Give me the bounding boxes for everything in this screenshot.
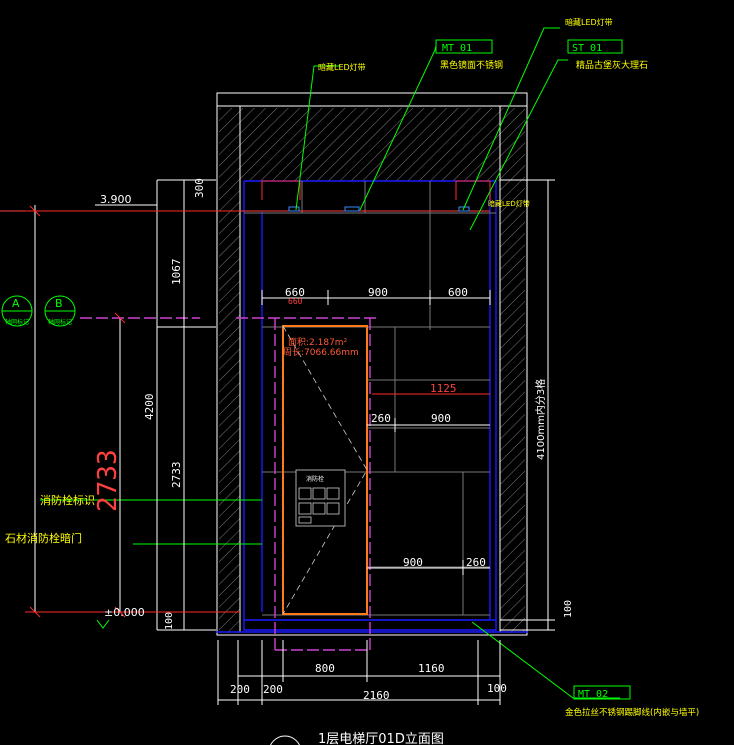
right-dim-lines <box>500 179 555 631</box>
door-area: 面积:2.187m² <box>288 336 348 348</box>
dim-600: 600 <box>448 286 468 299</box>
svg-text:B: B <box>55 297 63 310</box>
dim-800: 800 <box>315 662 335 675</box>
svg-text:A: A <box>12 297 20 310</box>
callout-led-top: 暗藏LED灯带 <box>565 17 613 27</box>
drawing-title: 1层电梯厅01D立面图 <box>318 732 444 745</box>
top-hatch <box>240 108 500 181</box>
bottom-dim-lines <box>217 640 501 705</box>
dim-900a: 900 <box>368 286 388 299</box>
callout-st01-desc: 精品古堡灰大理石 <box>576 59 648 71</box>
led-fixtures <box>0 180 491 212</box>
grid-bubble-a: A 轴网标记 <box>1 295 33 327</box>
level-top: 3.900 <box>96 193 155 206</box>
door-swing <box>282 325 368 615</box>
dim-right-total: 4100mm内分3格 <box>534 379 547 460</box>
left-dim-lines <box>34 179 216 631</box>
wall-frame <box>216 92 528 636</box>
magenta-lines <box>80 317 380 651</box>
grid-bubble-b: B 轴网标记 <box>44 295 76 327</box>
door-perimeter: 周长:7066.66mm <box>283 346 359 358</box>
dim-right-100: 100 <box>563 600 574 618</box>
dim-2733-small: 2733 <box>170 462 183 489</box>
callout-mt02-desc: 金色拉丝不锈钢踢脚线(内嵌与墙平) <box>565 707 699 718</box>
callout-boxes <box>435 39 631 700</box>
callout-led-right: 暗藏LED灯带 <box>488 199 530 208</box>
dim-660: 660 <box>285 286 305 299</box>
label-hydrant-sign: 消防栓标识 <box>40 493 95 507</box>
door-panel <box>282 325 368 615</box>
hydrant-door: 面积:2.187m² 周长:7066.66mm 消防栓 <box>282 325 368 615</box>
label-stone-door: 石材消防栓暗门 <box>5 531 82 545</box>
svg-text:轴网标记: 轴网标记 <box>5 318 29 326</box>
dim-4200: 4200 <box>143 394 156 421</box>
dim-900b: 900 <box>431 412 451 425</box>
dim-900c: 900 <box>403 556 423 569</box>
dim-2160: 2160 <box>363 689 390 702</box>
right-hatch <box>500 108 525 633</box>
dim-660b: 660 <box>288 297 303 306</box>
dim-260b: 260 <box>466 556 486 569</box>
dim-260a: 260 <box>371 412 391 425</box>
inner-dim-lines <box>261 290 491 575</box>
left-red-level <box>25 205 240 618</box>
title-bubble <box>270 735 300 745</box>
level-top-value: 3.900 <box>100 193 132 206</box>
dim-1125: 1125 <box>430 382 457 395</box>
callout-mt01-desc: 黑色镜面不锈钢 <box>440 59 503 71</box>
svg-text:轴网标记: 轴网标记 <box>48 318 72 326</box>
dim-200a: 200 <box>230 683 250 696</box>
level-bottom: ±0.000 <box>96 606 145 629</box>
dim-1160: 1160 <box>418 662 445 675</box>
callout-st01-code: ST 01 <box>572 43 602 54</box>
callout-mt02-code: MT 02 <box>578 689 608 700</box>
dim-100-left: 100 <box>164 612 175 630</box>
level-bottom-value: ±0.000 <box>104 606 145 619</box>
dim-2733-big: 2733 <box>93 449 123 512</box>
hydrant-sign-title: 消防栓 <box>306 475 324 483</box>
dim-100b: 100 <box>487 682 507 695</box>
dim-1067: 1067 <box>170 259 183 286</box>
dim-200b: 200 <box>263 683 283 696</box>
callout-mt01-code: MT 01 <box>442 43 472 54</box>
outer-wall-outline <box>216 92 528 636</box>
dim-300: 300 <box>193 178 206 198</box>
left-hatch <box>219 108 240 633</box>
hydrant-sign: 消防栓 <box>295 469 346 527</box>
callout-led-left: 暗藏LED灯带 <box>318 62 366 72</box>
